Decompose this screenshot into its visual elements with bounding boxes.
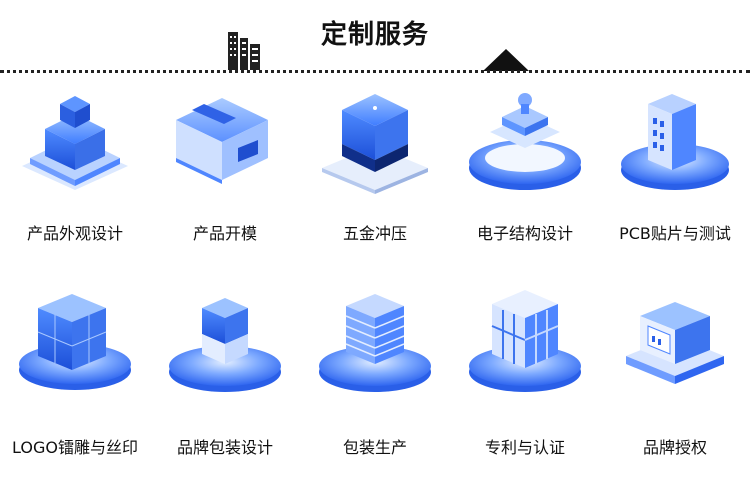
triangle-icon — [483, 49, 529, 71]
mold-making-icon — [176, 98, 268, 184]
service-label: PCB贴片与测试 — [619, 224, 731, 243]
page-title: 定制服务 — [320, 20, 429, 50]
service-card[interactable]: 品牌包装设计 — [150, 284, 300, 474]
building-icon — [228, 32, 260, 70]
service-card[interactable]: PCB贴片与测试 — [600, 84, 750, 274]
service-label: 五金冲压 — [342, 224, 407, 243]
service-label: 品牌授权 — [642, 438, 707, 457]
service-label: 品牌包装设计 — [176, 438, 273, 457]
logo-engraving-icon — [19, 294, 131, 390]
metal-stamping-icon — [322, 94, 428, 194]
service-card[interactable]: 产品外观设计 — [0, 84, 150, 274]
service-label: 专利与认证 — [484, 438, 565, 457]
service-card[interactable]: 产品开模 — [150, 84, 300, 274]
header: 定制服务 — [0, 0, 750, 80]
service-card[interactable]: 包装生产 — [300, 284, 450, 474]
service-label: 电子结构设计 — [476, 224, 573, 243]
service-card[interactable]: 五金冲压 — [300, 84, 450, 274]
service-card[interactable]: 品牌授权 — [600, 284, 750, 474]
service-label: 包装生产 — [342, 438, 407, 457]
service-card[interactable]: 电子结构设计 — [450, 84, 600, 274]
packaging-production-icon — [319, 294, 431, 392]
brand-authorization-icon — [626, 302, 724, 384]
pcb-smt-testing-icon — [621, 94, 729, 190]
brand-packaging-icon — [169, 298, 281, 392]
product-appearance-design-icon — [22, 96, 128, 190]
service-label: 产品开模 — [192, 224, 257, 243]
service-card[interactable]: 专利与认证 — [450, 284, 600, 474]
electronic-structure-icon — [469, 93, 581, 190]
patent-certification-icon — [469, 290, 581, 392]
divider — [0, 70, 750, 73]
service-label: LOGO镭雕与丝印 — [12, 438, 138, 457]
service-card[interactable]: LOGO镭雕与丝印 — [0, 284, 150, 474]
service-label: 产品外观设计 — [26, 224, 123, 243]
